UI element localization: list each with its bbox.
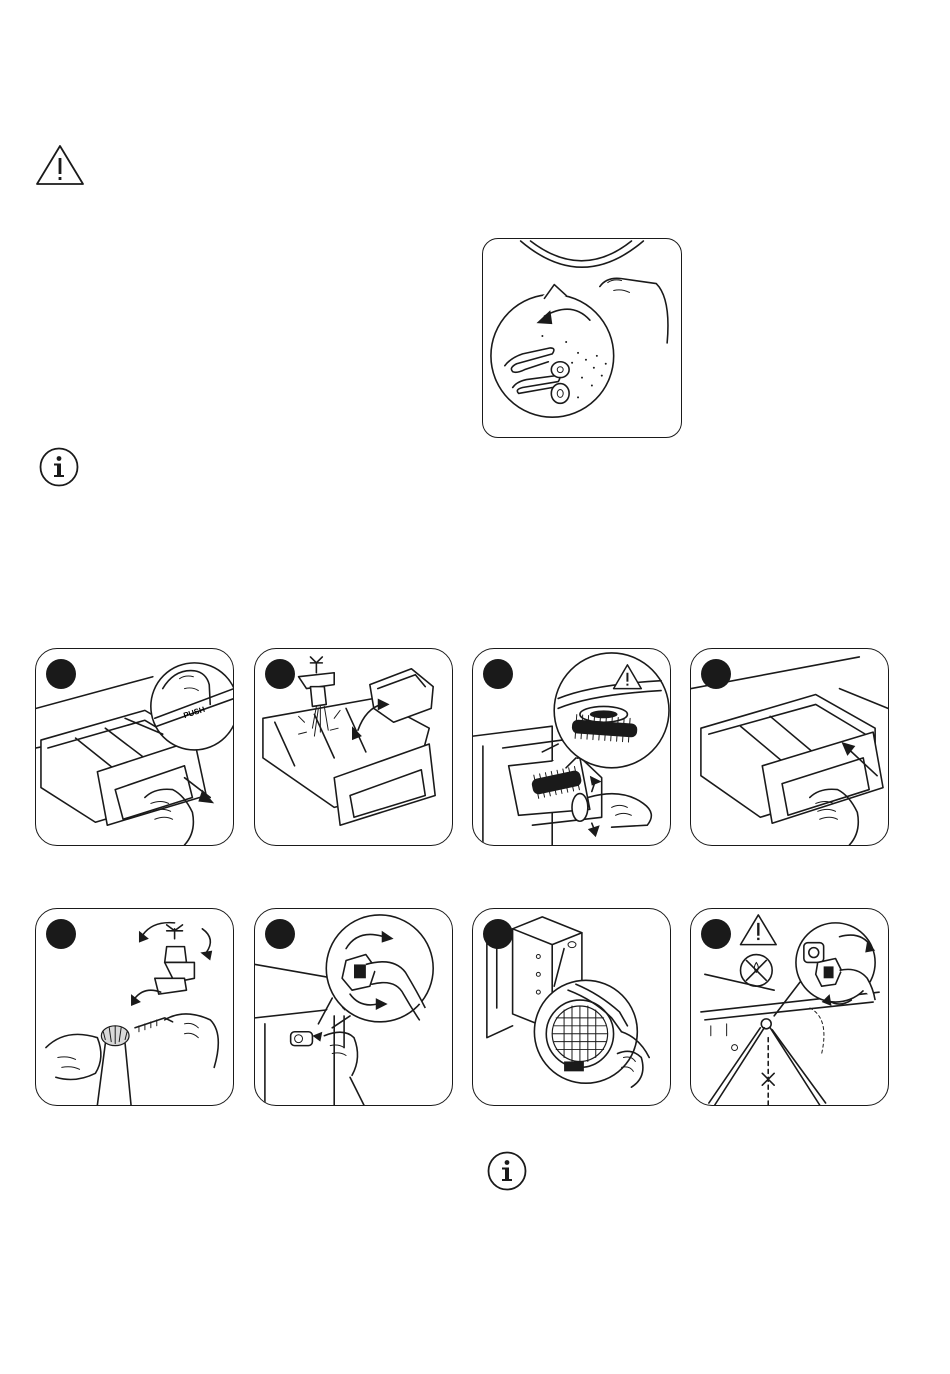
- step-panel-2: rinse-drawer-under-tap: [254, 648, 453, 846]
- step-badge-6: unscrew-inlet-hose: [265, 919, 295, 949]
- step-panel-6: unscrew-inlet-hose: [254, 908, 453, 1106]
- info-icon: [38, 446, 80, 488]
- step-panel-3: brush-drawer-recess: [472, 648, 671, 846]
- drum-inspection-illustration: [482, 238, 682, 438]
- step-panel-8: reconnect-inlet-hose: [690, 908, 889, 1106]
- step-badge-2: rinse-drawer-under-tap: [265, 659, 295, 689]
- step-badge-8: reconnect-inlet-hose: [701, 919, 731, 949]
- step-badge-7: clean-hose-filter-with-brush: [483, 919, 513, 949]
- warning-triangle-icon: [34, 143, 86, 187]
- step-badge-5: unscrew-tap-clean-filter: [46, 919, 76, 949]
- step-panel-1: PUSH pull-out-dispenser-drawer: [35, 648, 234, 846]
- step-panel-5: unscrew-tap-clean-filter: [35, 908, 234, 1106]
- step-badge-1: pull-out-dispenser-drawer: [46, 659, 76, 689]
- step-badge-4: reinsert-drawer: [701, 659, 731, 689]
- info-icon: [486, 1150, 528, 1192]
- step-badge-3: brush-drawer-recess: [483, 659, 513, 689]
- step-panel-4: reinsert-drawer: [690, 648, 889, 846]
- step-panel-7: clean-hose-filter-with-brush: [472, 908, 671, 1106]
